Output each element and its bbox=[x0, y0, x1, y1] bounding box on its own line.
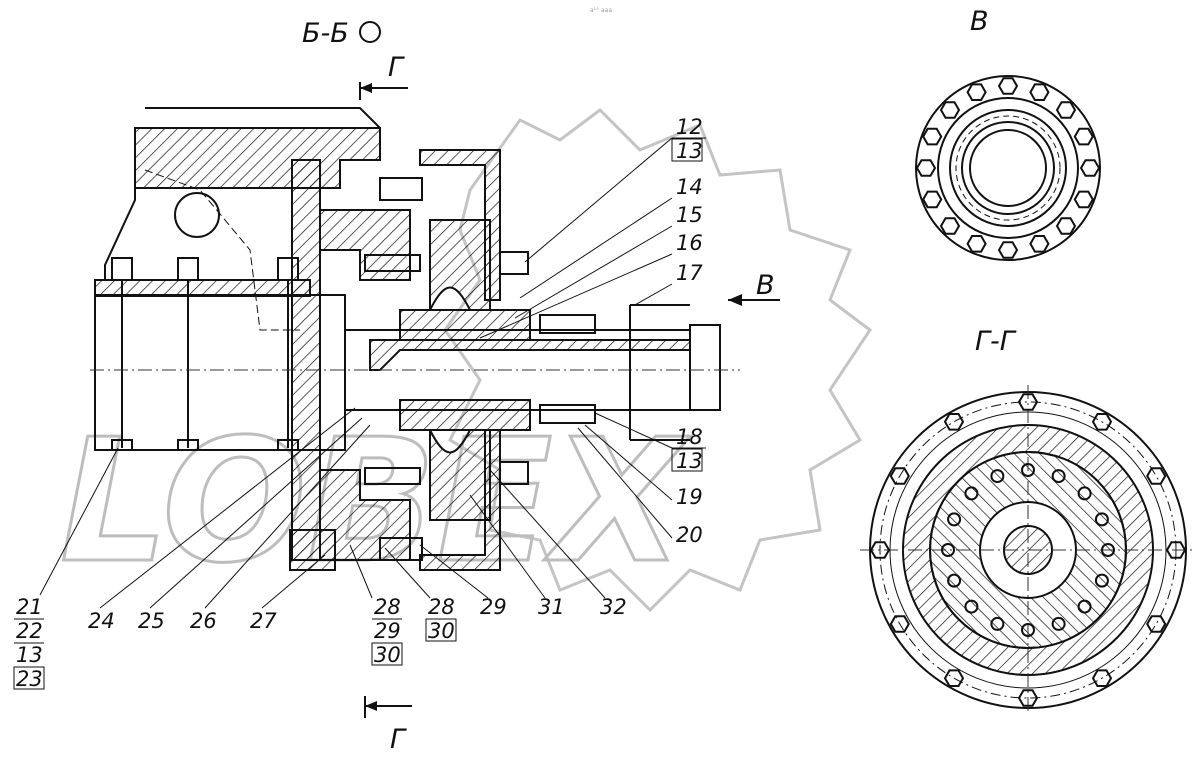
inner-bolt-hole bbox=[1077, 599, 1092, 614]
cut-marker-top-letter: Г bbox=[388, 52, 405, 83]
view-arrow: В bbox=[728, 270, 780, 306]
callout-stack-right: 28 30 bbox=[384, 547, 457, 643]
housing-web bbox=[291, 159, 321, 561]
flange-bolt-head bbox=[1029, 235, 1050, 253]
flange-bolt-head bbox=[1079, 159, 1101, 177]
callout-stack-middle: 28 29 30 bbox=[349, 544, 403, 667]
outer-bolt-head bbox=[1091, 413, 1113, 431]
flange-bolt-head bbox=[1029, 83, 1050, 101]
outer-bolt-head bbox=[943, 669, 965, 687]
flange-bolt-head bbox=[966, 235, 987, 253]
view-v-drawing: В bbox=[915, 6, 1101, 261]
top-flange bbox=[134, 127, 381, 189]
inner-bolt-hole bbox=[1094, 512, 1109, 527]
stack3-item-1: 30 bbox=[428, 619, 455, 643]
callout-17: 17 bbox=[676, 261, 703, 285]
stack2-item-2: 30 bbox=[374, 643, 401, 667]
inner-bolt-hole bbox=[941, 543, 955, 557]
inner-bolt-hole bbox=[1077, 486, 1092, 501]
callout-13: 13 bbox=[676, 139, 703, 163]
flange-bolt-head bbox=[915, 159, 937, 177]
cut-marker-bottom-letter: Г bbox=[390, 724, 407, 755]
flange-bolt-head bbox=[1055, 217, 1077, 235]
callout-18: 18 bbox=[676, 425, 703, 449]
flange-bolt-head bbox=[922, 190, 943, 209]
inner-bolt-hole bbox=[1051, 469, 1066, 484]
section-bb-circle-mark bbox=[359, 21, 381, 43]
callouts-bottom: 24 25 26 27 29 31 32 bbox=[88, 407, 627, 633]
callout-26: 26 bbox=[190, 609, 217, 633]
flange-bolt-head bbox=[1073, 127, 1094, 146]
outer-bolt-head bbox=[1146, 615, 1167, 633]
callout-25: 25 bbox=[138, 609, 165, 633]
inner-bolt-hole bbox=[990, 616, 1005, 631]
top-mark: а¹° ааа bbox=[590, 7, 612, 14]
section-bb-title: Б-Б bbox=[302, 18, 349, 49]
callouts-right: 12 13 14 15 16 17 18 13 19 20 bbox=[479, 115, 706, 547]
stack3-item-0: 28 bbox=[428, 595, 455, 619]
inner-bolt-hole bbox=[1101, 543, 1115, 557]
inner-bolt-hole bbox=[947, 512, 962, 527]
inner-bolt-hole bbox=[990, 469, 1005, 484]
callout-31: 31 bbox=[538, 595, 565, 619]
inner-bolt-hole bbox=[964, 486, 979, 501]
flange-bolt-head bbox=[1055, 101, 1077, 119]
flange-bolt-head bbox=[997, 77, 1019, 95]
stack1-item-0: 21 bbox=[16, 595, 43, 619]
stack1-item-2: 13 bbox=[16, 643, 43, 667]
flange-bolt-head bbox=[939, 217, 961, 235]
outer-bolt-head bbox=[1146, 467, 1167, 485]
inner-bolt-hole bbox=[964, 599, 979, 614]
flange-bolt-head bbox=[922, 127, 943, 146]
stack2-item-0: 28 bbox=[374, 595, 401, 619]
view-v-title: В bbox=[970, 6, 989, 37]
inner-bolt-hole bbox=[1021, 623, 1035, 637]
callout-24: 24 bbox=[88, 609, 115, 633]
flange-bolt-head bbox=[939, 101, 961, 119]
stack1-item-3: 23 bbox=[16, 667, 43, 691]
callout-27: 27 bbox=[250, 609, 277, 633]
flange-bolt-head bbox=[997, 241, 1019, 259]
callout-13b: 13 bbox=[676, 449, 703, 473]
outer-bolt-head bbox=[1165, 541, 1187, 559]
flange-bolt-head bbox=[1073, 190, 1094, 209]
section-bb-drawing: Б-Б bbox=[90, 18, 740, 571]
cut-marker-top: Г bbox=[359, 52, 408, 100]
callout-12: 12 bbox=[676, 115, 703, 139]
inner-bolt-hole bbox=[1021, 463, 1035, 477]
outer-bolt-head bbox=[1017, 689, 1039, 707]
inner-bolt-hole bbox=[1094, 573, 1109, 588]
outer-bolt-head bbox=[943, 413, 965, 431]
callout-32: 32 bbox=[600, 595, 627, 619]
callout-20: 20 bbox=[676, 523, 703, 547]
cut-marker-bottom: Г bbox=[364, 696, 412, 755]
stack1-item-1: 22 bbox=[16, 619, 43, 643]
bolt-hole-circle bbox=[174, 192, 220, 238]
flange-bolt-head bbox=[966, 83, 987, 101]
view-arrow-letter: В bbox=[756, 270, 775, 301]
outer-bolt-head bbox=[889, 467, 910, 485]
outer-bolt-head bbox=[869, 541, 891, 559]
callout-29: 29 bbox=[480, 595, 507, 619]
outer-bolt-head bbox=[1091, 669, 1113, 687]
callout-15: 15 bbox=[676, 203, 703, 227]
inner-bolt-hole bbox=[947, 573, 962, 588]
callout-stack-left: 21 22 13 23 bbox=[13, 447, 119, 691]
callout-19: 19 bbox=[676, 485, 703, 509]
outer-bolt-head bbox=[1017, 393, 1039, 411]
section-gg-drawing: Г-Г bbox=[860, 326, 1195, 715]
callout-16: 16 bbox=[676, 231, 703, 255]
stack2-item-1: 29 bbox=[374, 619, 401, 643]
inner-bolt-hole bbox=[1051, 616, 1066, 631]
callout-14: 14 bbox=[676, 175, 703, 199]
section-gg-title: Г-Г bbox=[975, 326, 1017, 357]
outer-bolt-head bbox=[889, 615, 910, 633]
